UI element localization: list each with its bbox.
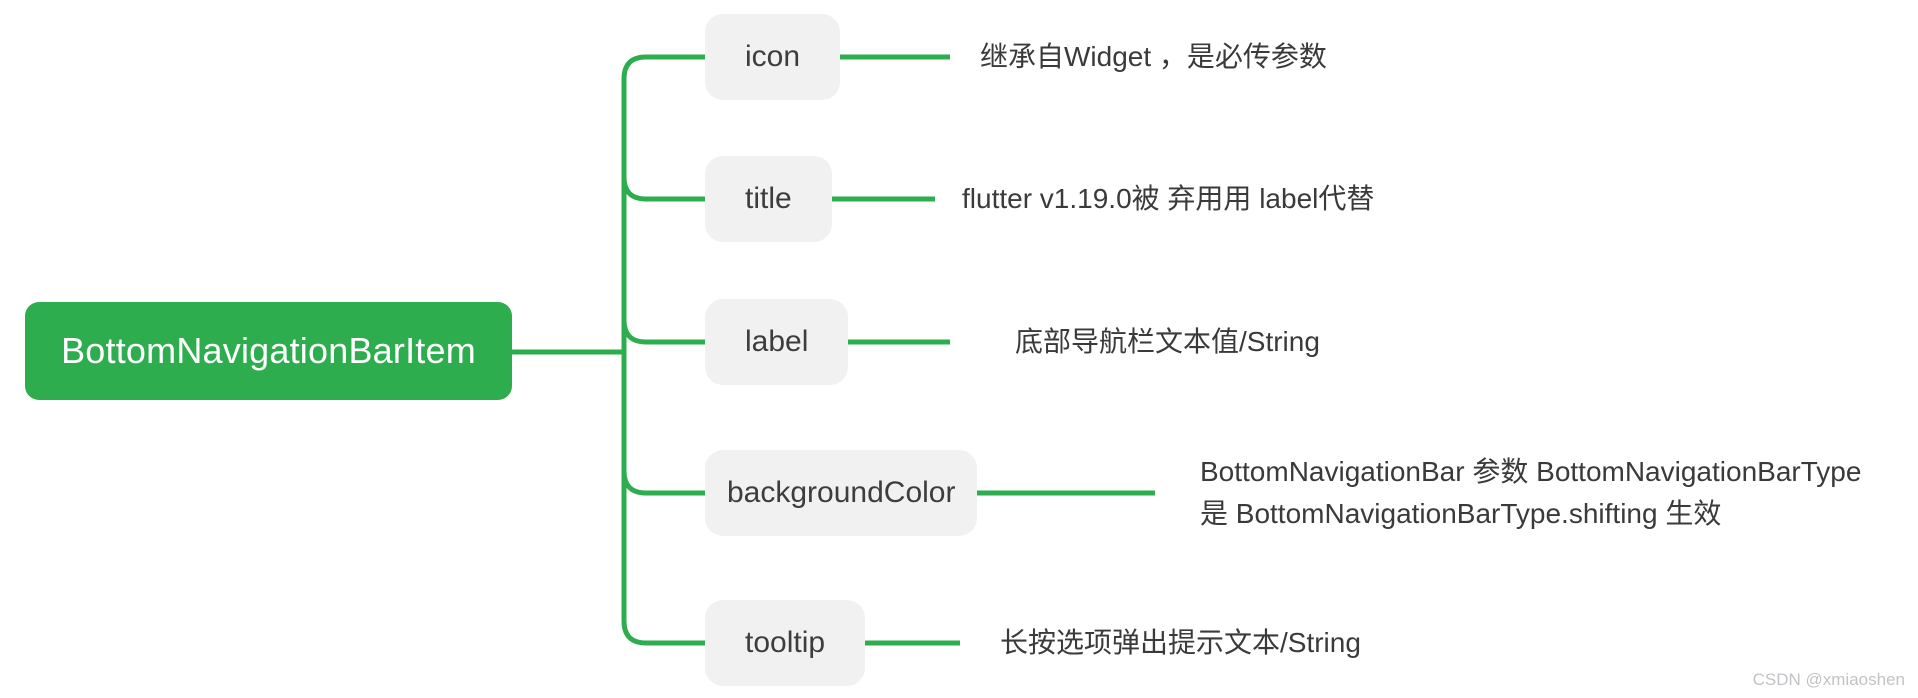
- branch-description-icon[interactable]: 继承自Widget ，是必传参数: [980, 41, 1327, 72]
- branch-node-label[interactable]: label: [705, 299, 849, 385]
- root-node-label: BottomNavigationBarItem: [61, 330, 476, 371]
- branch-node-tooltip[interactable]: tooltip: [705, 600, 866, 686]
- csdn-watermark: CSDN @xmiaoshen: [1752, 670, 1905, 689]
- branch-description-tooltip[interactable]: 长按选项弹出提示文本/String: [1000, 627, 1361, 658]
- branch-description-backgroundcolor[interactable]: BottomNavigationBar 参数 BottomNavigationB…: [1200, 456, 1862, 529]
- branch-node-title[interactable]: title: [705, 156, 832, 242]
- branch-node-tooltip-label: tooltip: [745, 626, 826, 659]
- branch-description-title[interactable]: flutter v1.19.0被 弃用用 label代替: [962, 183, 1375, 214]
- branch-node-backgroundcolor-label: backgroundColor: [727, 476, 956, 509]
- branch-description-label[interactable]: 底部导航栏文本值/String: [1015, 326, 1320, 357]
- branch-node-backgroundcolor[interactable]: backgroundColor: [705, 450, 978, 536]
- branch-node-title-label: title: [745, 182, 792, 215]
- branch-node-icon[interactable]: icon: [705, 14, 841, 100]
- branch-node-icon-label: icon: [745, 40, 801, 73]
- branch-node-label-label: label: [745, 325, 809, 358]
- root-node-bottomnavigationbaritem[interactable]: BottomNavigationBarItem: [25, 302, 512, 400]
